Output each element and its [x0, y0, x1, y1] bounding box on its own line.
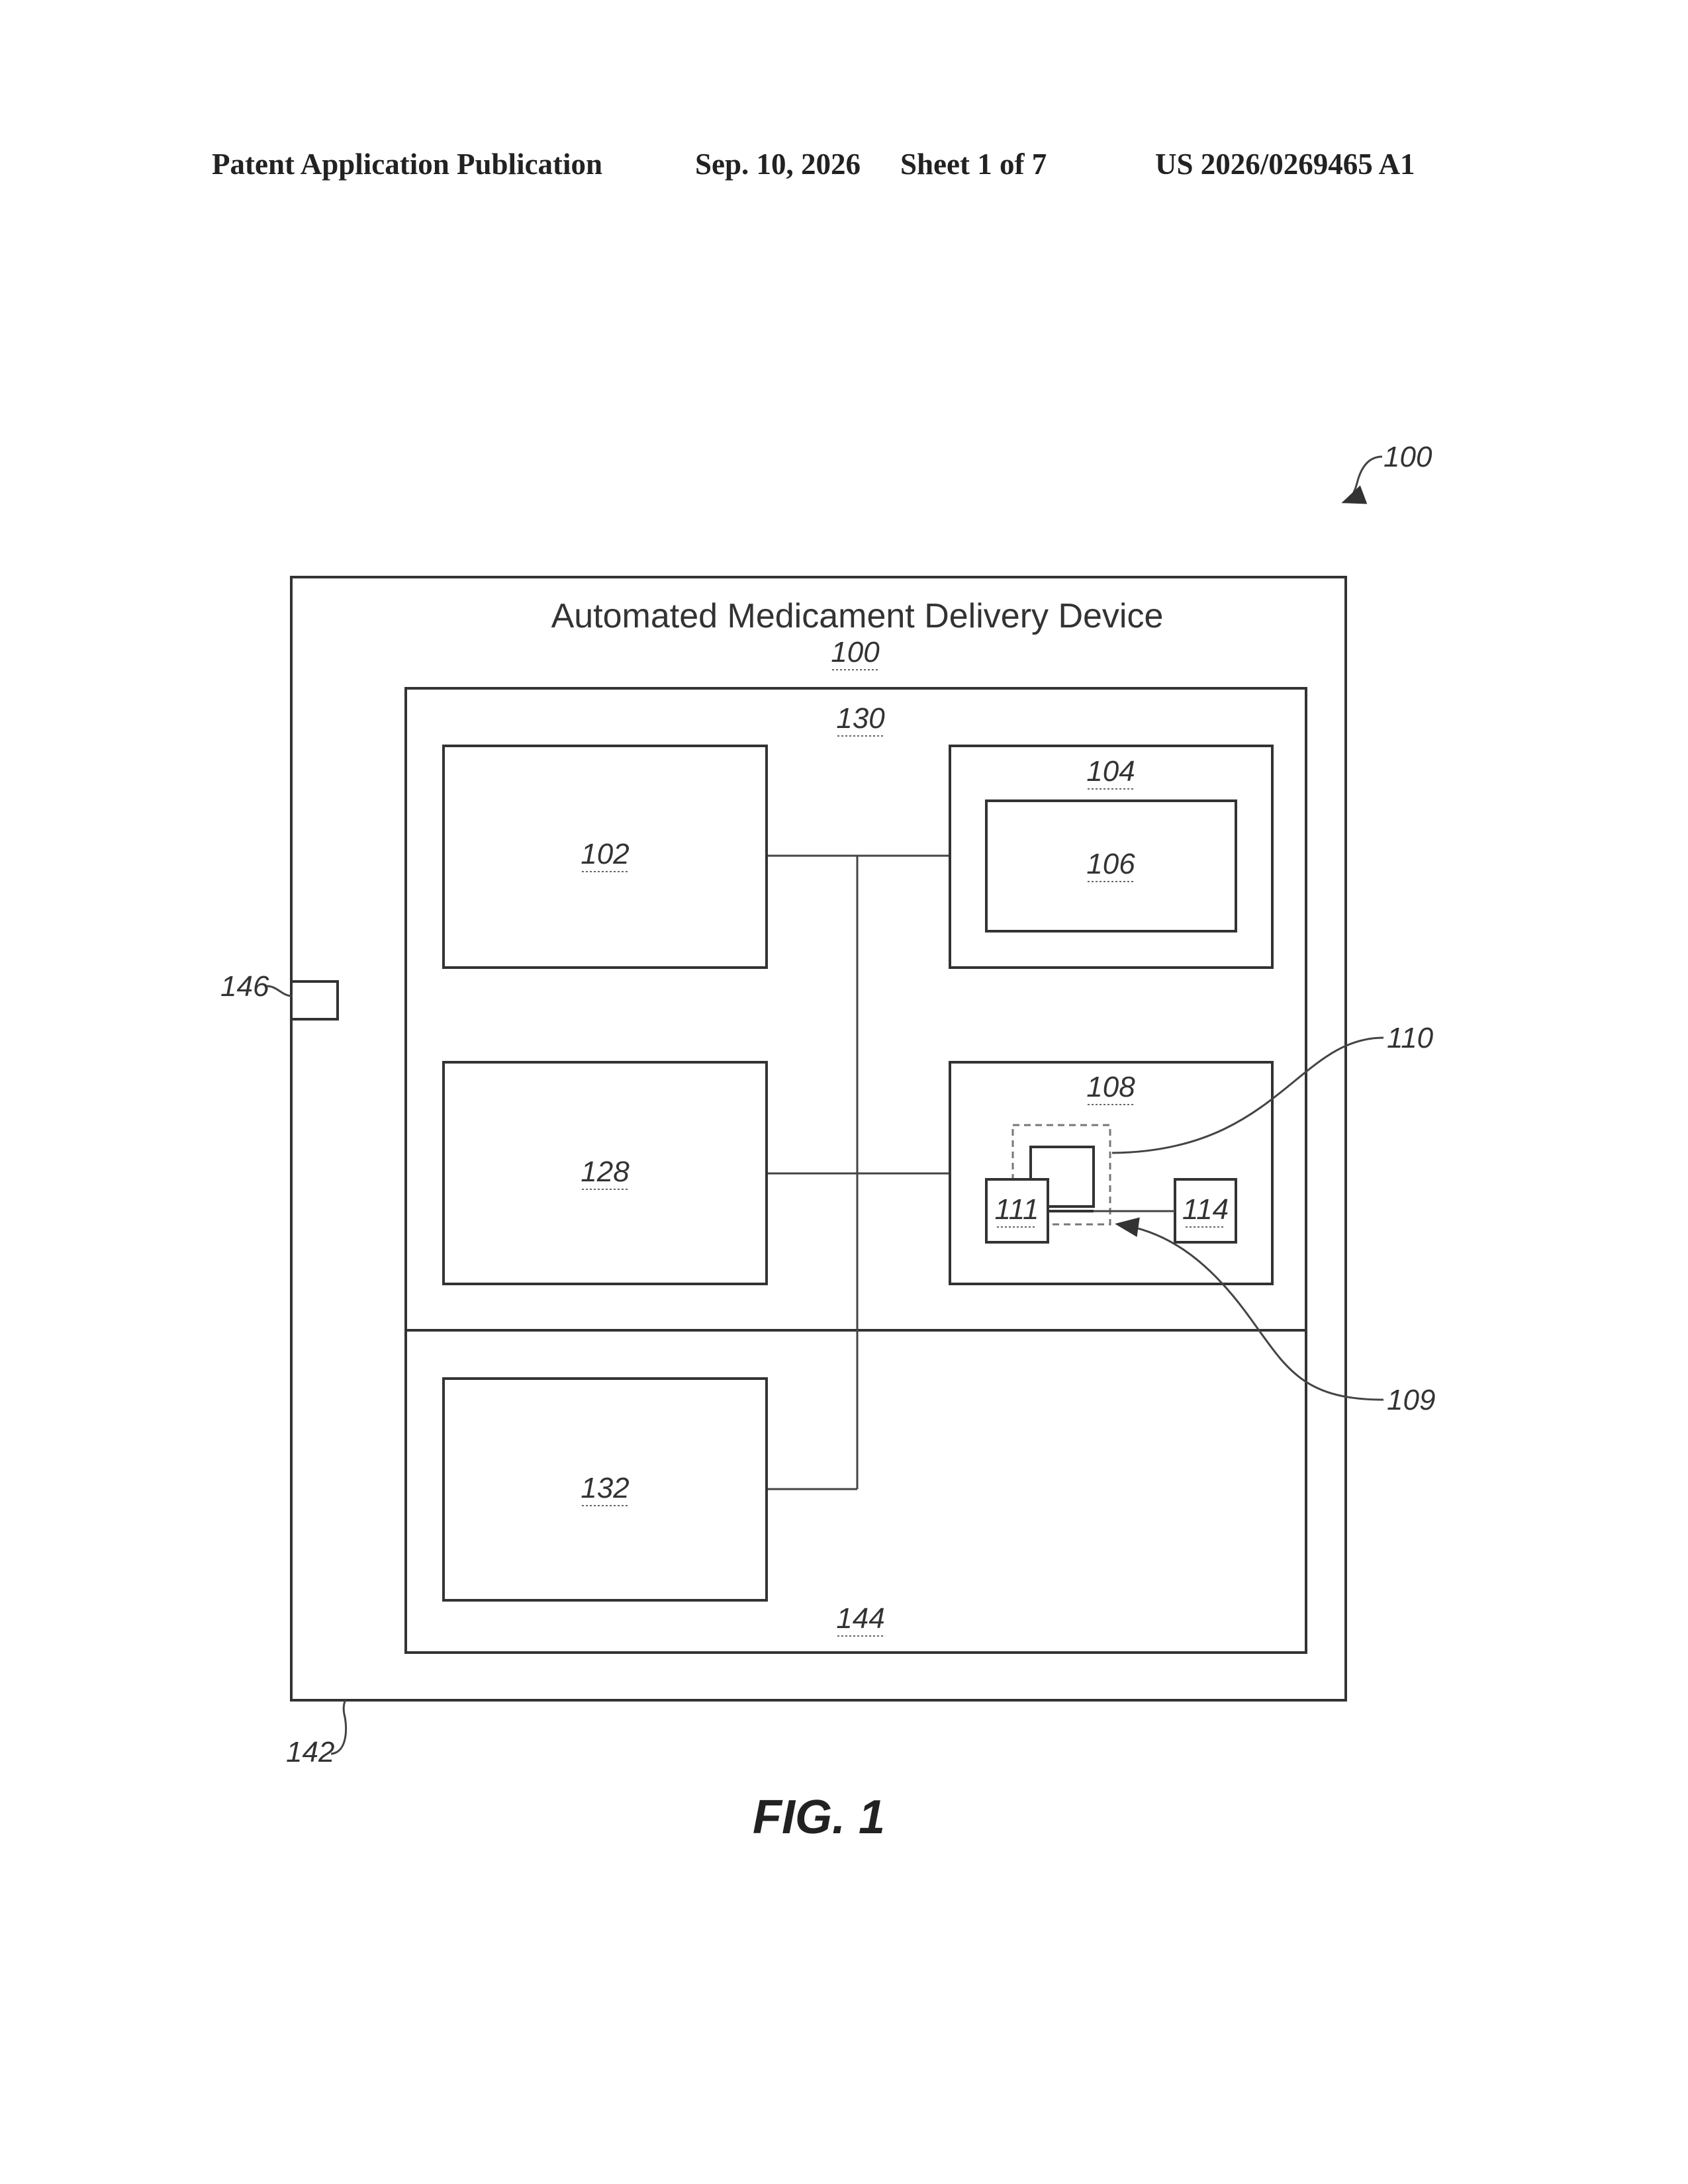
device-title: Automated Medicament Delivery Device [551, 597, 1164, 635]
ref-108: 108 [1086, 1071, 1135, 1103]
ref-100-inbox: 100 [831, 636, 880, 668]
ref-110: 110 [1387, 1022, 1434, 1054]
ref-114: 114 [1182, 1193, 1229, 1226]
ref-146: 146 [220, 970, 269, 1003]
leader-109 [1119, 1224, 1383, 1400]
ref-128: 128 [581, 1156, 630, 1188]
ref-109: 109 [1387, 1384, 1435, 1416]
ref-100-top: 100 [1383, 441, 1432, 473]
ref-104: 104 [1086, 755, 1135, 788]
ref-130: 130 [836, 702, 885, 735]
ref-102: 102 [581, 838, 629, 870]
ref-111: 111 [995, 1193, 1039, 1226]
ref-106: 106 [1086, 848, 1135, 880]
arrow-100 [1345, 457, 1382, 502]
button-146 [291, 981, 338, 1019]
ref-132: 132 [581, 1472, 629, 1504]
leader-146 [267, 986, 293, 996]
figure-caption: FIG. 1 [753, 1791, 885, 1844]
ref-142: 142 [286, 1736, 334, 1768]
leader-110 [1112, 1038, 1383, 1153]
ref-144: 144 [836, 1602, 884, 1635]
module-frame [406, 688, 1306, 1653]
